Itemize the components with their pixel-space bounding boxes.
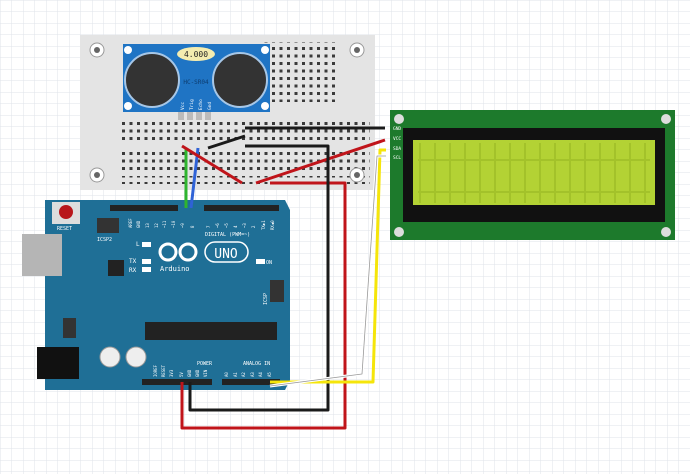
pin-label-11: ~11 bbox=[162, 220, 167, 228]
pin-label-8: 8 bbox=[190, 225, 195, 228]
power-label: POWER bbox=[197, 361, 213, 367]
pin-label-13: 13 bbox=[145, 223, 150, 228]
reset-label: RESET bbox=[57, 226, 72, 232]
lcd-pin-sda: SDA bbox=[393, 146, 401, 152]
pin-label-rx0: RX◀0 bbox=[270, 220, 275, 230]
wire-black-gnd[interactable] bbox=[188, 144, 330, 412]
icsp2-header bbox=[97, 218, 119, 233]
digital-header-left bbox=[110, 205, 178, 211]
pin-label-10: ~10 bbox=[171, 220, 176, 228]
wire-yellow-sda[interactable] bbox=[270, 148, 386, 384]
wire-blue[interactable] bbox=[189, 147, 200, 209]
transducer-right bbox=[212, 52, 268, 108]
pin-label-a2: A2 bbox=[241, 372, 246, 377]
power-jack bbox=[37, 347, 79, 379]
pin-label-vin: VIN bbox=[203, 369, 208, 377]
pin-label-a0: A0 bbox=[224, 372, 229, 377]
wire-red-5v[interactable] bbox=[180, 181, 347, 430]
pin-label-9: ~9 bbox=[180, 223, 185, 228]
wire-red-breadboard[interactable] bbox=[181, 144, 243, 185]
pin-label-vcc: Vcc bbox=[180, 102, 186, 110]
pin-label-ioref: IOREF bbox=[153, 364, 158, 377]
tx-label: TX bbox=[129, 258, 137, 265]
lcd-pin-gnd: GND bbox=[393, 126, 401, 132]
arduino-uno[interactable]: RESET ICSP2 L TX RX Arduino UNO ON ICSP … bbox=[22, 200, 290, 390]
ultrasonic-sensor[interactable]: 4.000 HC-SR04 Vcc Trig Echo Gnd bbox=[123, 44, 270, 120]
wire-red-lcd-vcc[interactable] bbox=[255, 138, 386, 185]
pin-label-5: ~5 bbox=[224, 223, 229, 228]
power-header bbox=[142, 379, 212, 385]
pin-label-a5: A5 bbox=[267, 372, 272, 377]
icsp-header bbox=[270, 280, 284, 302]
pin-label-aref: AREF bbox=[128, 218, 133, 228]
pin-label-gnd: Gnd bbox=[207, 102, 213, 110]
power-pin-labels: IOREF RESET 3V3 5V GND GND VIN bbox=[153, 364, 208, 377]
lcd-pin-scl: SCL bbox=[393, 155, 401, 161]
pin-label-gnd-1: GND bbox=[187, 369, 192, 377]
pin-label-4: 4 bbox=[233, 225, 238, 228]
sensor-model: HC-SR04 bbox=[183, 79, 209, 86]
microcontroller-chip bbox=[145, 322, 277, 340]
rx-label: RX bbox=[129, 267, 137, 274]
icsp2-label: ICSP2 bbox=[97, 237, 112, 243]
pin-label-a1: A1 bbox=[233, 372, 238, 377]
model-label: UNO bbox=[214, 247, 238, 262]
crystal bbox=[177, 47, 215, 61]
transducer-left bbox=[124, 52, 180, 108]
arduino-logo bbox=[158, 242, 198, 262]
pin-label-a4: A4 bbox=[258, 372, 263, 377]
analog-header bbox=[222, 379, 280, 385]
pin-label-3v3: 3V3 bbox=[169, 369, 174, 377]
pin-label-6: ~6 bbox=[215, 223, 220, 228]
pin-label-12: 12 bbox=[154, 223, 159, 228]
on-label: ON bbox=[266, 260, 272, 266]
pin-label-3: ~3 bbox=[242, 223, 247, 228]
brand-label: Arduino bbox=[160, 265, 190, 273]
pin-label-gnd-2: GND bbox=[195, 369, 200, 377]
digital-pin-labels: AREF GND 13 12 ~11 ~10 ~9 8 7 ~6 ~5 4 ~3… bbox=[128, 218, 275, 230]
pin-label-5v: 5V bbox=[179, 372, 184, 377]
pin-label-tx1: TX▶1 bbox=[261, 220, 266, 230]
pin-label-trig: Trig bbox=[189, 99, 195, 110]
icsp-label: ICSP bbox=[263, 293, 269, 305]
digital-label: DIGITAL (PWM=~) bbox=[205, 232, 250, 238]
crystal-label: 4.000 bbox=[184, 50, 208, 59]
pin-label-reset: RESET bbox=[161, 364, 166, 377]
wire-black-sensor[interactable] bbox=[207, 134, 246, 150]
pin-label-7: 7 bbox=[206, 225, 211, 228]
analog-pin-labels: A0 A1 A2 A3 A4 A5 bbox=[224, 372, 272, 377]
pin-label-a3: A3 bbox=[250, 372, 255, 377]
usb-port bbox=[22, 234, 62, 276]
analog-label: ANALOG IN bbox=[243, 361, 270, 367]
pin-label-echo: Echo bbox=[198, 99, 204, 110]
pin-label-gnd: GND bbox=[136, 220, 141, 228]
led-l-label: L bbox=[136, 241, 140, 248]
digital-header-right bbox=[204, 205, 279, 211]
pin-label-2: 2 bbox=[251, 225, 256, 228]
lcd-module[interactable]: GND VCC SDA SCL bbox=[390, 110, 675, 240]
lcd-pin-vcc: VCC bbox=[393, 136, 401, 142]
